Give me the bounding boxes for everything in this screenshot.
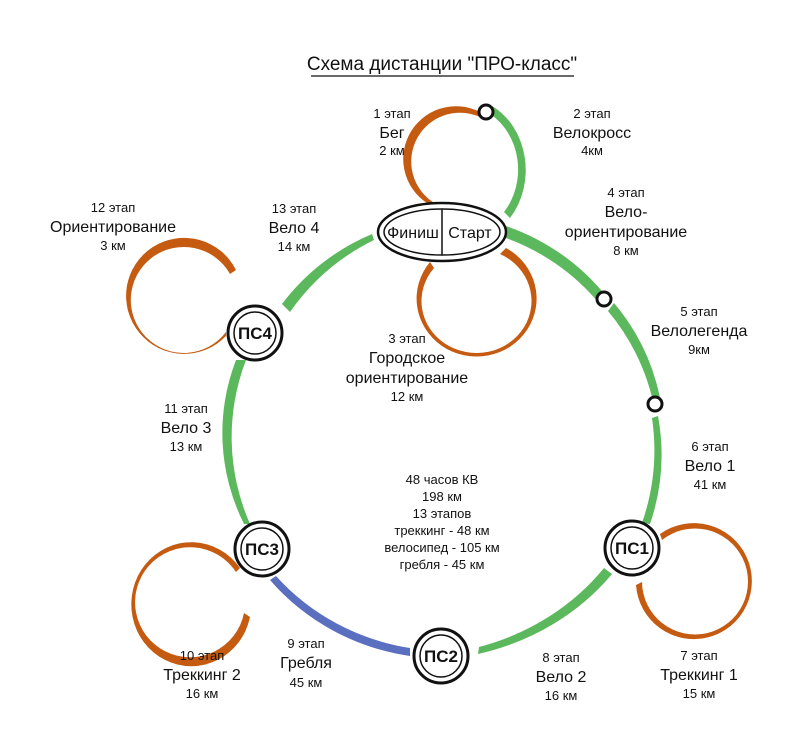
stage-number: 7 этап [680,648,717,663]
ps3-label: ПС3 [245,540,279,559]
stage-8-label: 8 этап Вело 2 16 км [536,650,587,703]
stage-8-track [478,568,612,654]
stage-number: 6 этап [691,439,728,454]
stage-number: 2 этап [573,106,610,121]
stage-5-track [608,303,660,398]
stage-distance: 4км [581,143,603,158]
stage-4-5-checkpoint [595,290,613,308]
stage-number: 13 этап [272,201,317,216]
checkpoint-ps2: ПС2 [412,627,470,685]
stage-9-track [270,576,410,656]
checkpoint-ps1: ПС1 [603,519,661,577]
stage-name: Треккинг 1 [660,667,738,684]
stage-10-label: 10 этап Треккинг 2 16 км [163,648,241,701]
summary-line: гребля - 45 км [400,557,485,572]
start-label: Старт [448,225,492,242]
stage-number: 10 этап [180,648,225,663]
stage-distance: 16 км [545,688,578,703]
stage-number: 9 этап [287,636,324,651]
stage-number: 3 этап [388,331,425,346]
finish-label: Финиш [387,225,439,242]
stage-name: Гребля [280,655,332,672]
stage-distance: 2 км [379,143,405,158]
stage-13-track [282,234,374,312]
stage-6-track [642,416,662,524]
stage-name-line2: ориентирование [565,224,688,241]
stage-number: 1 этап [373,106,410,121]
summary-line: велосипед - 105 км [384,540,499,555]
stage-name: Вело 4 [269,220,320,237]
stage-number: 5 этап [680,304,717,319]
stage-distance: 9км [688,342,710,357]
stage-distance: 13 км [170,439,203,454]
stage-name: Велолегенда [651,323,748,340]
stage-name: Ориентирование [50,219,176,236]
stage-5-6-checkpoint [646,395,664,413]
stage-4-label: 4 этап Вело- ориентирование 8 км [565,185,688,258]
ps2-label: ПС2 [424,647,458,666]
stage-1-2-checkpoint [477,103,495,121]
stage-distance: 15 км [683,686,716,701]
stage-distance: 14 км [278,239,311,254]
stage-name: Вело 3 [161,420,212,437]
stage-name: Велокросс [553,125,631,142]
scheme-title: Схема дистанции "ПРО-класс" [307,54,577,75]
stage-7-label: 7 этап Треккинг 1 15 км [660,648,738,701]
stage-number: 11 этап [164,401,208,416]
stage-name: Вело 2 [536,669,587,686]
stage-11-track [222,360,250,524]
stage-13-label: 13 этап Вело 4 14 км [269,201,320,254]
summary-line: 198 км [422,489,462,504]
checkpoint-ps4: ПС4 [226,304,284,362]
ps4-label: ПС4 [238,324,272,343]
stage-distance: 45 км [290,675,323,690]
summary-line: треккинг - 48 км [394,523,489,538]
summary-line: 48 часов КВ [406,472,479,487]
stage-number: 12 этап [91,200,136,215]
stage-distance: 16 км [186,686,219,701]
ps1-label: ПС1 [615,539,649,558]
stage-5-label: 5 этап Велолегенда 9км [651,304,748,357]
stage-name-line2: ориентирование [346,370,469,387]
stage-distance: 41 км [694,477,727,492]
stage-number: 8 этап [542,650,579,665]
stage-1-track [403,106,480,206]
stage-12-track [126,237,236,354]
stage-distance: 8 км [613,243,639,258]
stage-3-label: 3 этап Городское ориентирование 12 км [346,331,469,404]
stage-2-label: 2 этап Велокросс 4км [553,106,631,158]
checkpoint-ps3: ПС3 [233,520,291,578]
stage-1-label: 1 этап Бег 2 км [373,106,410,158]
stage-2-track [490,106,526,218]
stage-name: Бег [379,125,404,142]
stage-3-track [416,248,537,357]
stage-12-label: 12 этап Ориентирование 3 км [50,200,176,253]
stage-name: Городское [369,350,445,367]
stage-name: Вело- [605,204,648,221]
stage-11-label: 11 этап Вело 3 13 км [161,401,212,454]
stage-name: Вело 1 [685,458,736,475]
finish-start-node: Финиш Старт [376,201,508,263]
stage-6-label: 6 этап Вело 1 41 км [685,439,736,492]
stage-name: Треккинг 2 [163,667,241,684]
stage-distance: 3 км [100,238,126,253]
stage-9-label: 9 этап Гребля 45 км [280,636,332,690]
summary-block: 48 часов КВ 198 км 13 этапов треккинг - … [384,472,499,572]
summary-line: 13 этапов [413,506,472,521]
stage-distance: 12 км [391,389,424,404]
stage-number: 4 этап [607,185,644,200]
stage-4-track [506,226,606,302]
